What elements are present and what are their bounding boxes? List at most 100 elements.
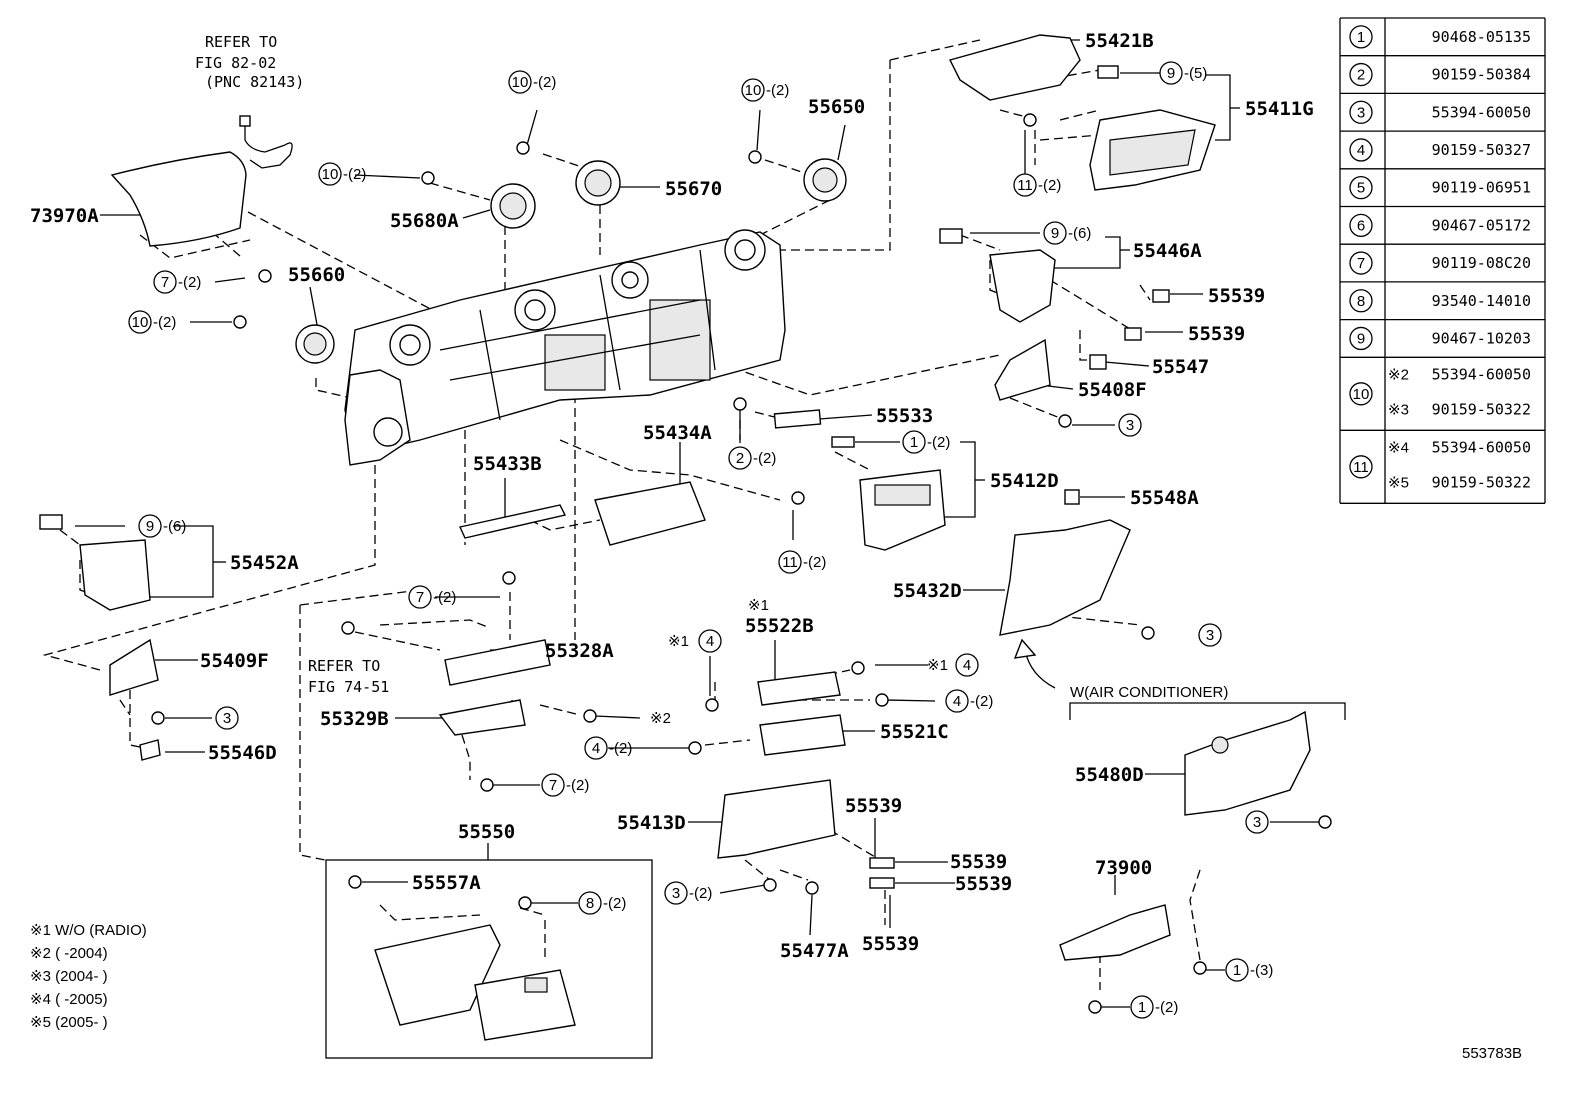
svg-text:-(2): -(2): [343, 166, 366, 183]
parts-table-code: 90159-50384: [1432, 66, 1531, 84]
vent-55680a-shape: [490, 183, 536, 229]
svg-text:3: 3: [672, 885, 680, 902]
label-55550: 55550: [458, 821, 515, 843]
callout-3-d: 3: [1245, 810, 1269, 834]
panel-55434a-shape: [594, 481, 706, 546]
screw-icon: [516, 141, 530, 155]
callout-4-d: 4-(2): [584, 736, 632, 760]
svg-text:※1: ※1: [927, 657, 948, 674]
label-55522b: 55522B: [745, 615, 814, 637]
panel-73970a-shape: [110, 151, 247, 247]
callout-3-e: 3-(2): [664, 881, 712, 905]
panel-55432d-shape: [999, 519, 1131, 636]
pocket-55521c-shape: [759, 714, 846, 756]
fasteners: [151, 113, 1332, 1014]
callout-10-d: 10-(2): [128, 310, 176, 334]
label-55650: 55650: [808, 96, 865, 118]
screw-icon: [421, 171, 435, 185]
screw-icon: [502, 571, 516, 585]
screw-icon: [341, 621, 355, 635]
callout-11-b: 11-(2): [778, 550, 826, 574]
label-55434a: 55434A: [643, 422, 712, 444]
screw-icon: [748, 150, 762, 164]
svg-text:4: 4: [963, 657, 971, 674]
parts-table-circle: [1349, 213, 1373, 238]
svg-text:10: 10: [322, 166, 339, 183]
footnotes: ※1 W/O (RADIO) ※2 ( -2004) ※3 (2004- ) ※…: [30, 922, 147, 1031]
svg-text:3: 3: [223, 710, 231, 727]
bracket-55446a-shape: [989, 249, 1056, 323]
vent-55670-shape: [575, 160, 621, 206]
parts-table-circle: [1349, 100, 1373, 124]
label-w-air-conditioner: W(AIR CONDITIONER): [1070, 684, 1228, 701]
svg-text:1: 1: [1138, 999, 1146, 1016]
label-55452a: 55452A: [230, 552, 299, 574]
parts-table-code: 90119-08C20: [1432, 254, 1531, 272]
label-55421b: 55421B: [1085, 30, 1154, 52]
svg-text:-(2): -(2): [153, 314, 176, 331]
label-73900: 73900: [1095, 857, 1152, 879]
screw-icon: [705, 698, 719, 712]
label-55480d: 55480D: [1075, 764, 1144, 786]
label-55477a: 55477A: [780, 940, 849, 962]
parts-table-prefix: ※2: [1388, 366, 1409, 383]
label-55328a: 55328A: [545, 640, 614, 662]
svg-text:10: 10: [512, 74, 529, 91]
screw-icon: [1088, 1000, 1102, 1014]
label-55670: 55670: [665, 178, 722, 200]
callout-8-a: 8-(2): [578, 891, 626, 915]
label-55412d: 55412D: [990, 470, 1059, 492]
svg-text:4: 4: [706, 633, 714, 650]
svg-text:1: 1: [1233, 962, 1241, 979]
svg-text:-(6): -(6): [163, 518, 186, 535]
label-55432d: 55432D: [893, 580, 962, 602]
label-55408f: 55408F: [1078, 379, 1147, 401]
screw-icon: [733, 397, 747, 411]
screw-icon: [875, 693, 889, 707]
parts-table-prefix: ※5: [1388, 474, 1409, 491]
callout-7-a: 7-(2): [153, 270, 201, 294]
parts-table-prefix: ※3: [1388, 401, 1409, 418]
svg-text:-(2): -(2): [433, 589, 456, 606]
callout-2-a: 2-(2): [728, 446, 776, 470]
svg-text:11: 11: [1017, 177, 1033, 194]
label-55433b: 55433B: [473, 453, 542, 475]
label-55413d: 55413D: [617, 812, 686, 834]
svg-text:9: 9: [1167, 65, 1175, 82]
vent-55650-shape: [803, 158, 847, 202]
solid-leader-lines: [75, 39, 1346, 1008]
screw-icon: [518, 896, 532, 910]
screw-icon: [233, 315, 247, 329]
svg-text:4: 4: [953, 693, 961, 710]
callout-1-b: 1 -(3): [1225, 958, 1273, 982]
svg-text:-(2): -(2): [1038, 177, 1061, 194]
screw-icon: [258, 269, 272, 283]
svg-text:8: 8: [586, 895, 594, 912]
svg-text:-(3): -(3): [1250, 962, 1273, 979]
panel-55480d-shape: [1184, 710, 1311, 816]
screw-icon: [480, 778, 494, 792]
svg-text:10: 10: [132, 314, 149, 331]
parts-table-circle: [1349, 138, 1373, 162]
pocket-55522b-shape: [757, 671, 841, 706]
label-55409f: 55409F: [200, 650, 269, 672]
screw-icon: [1023, 113, 1037, 127]
ref-top-line3: (PNC 82143): [205, 73, 304, 91]
parts-table-code: 90159-50322: [1432, 400, 1531, 418]
plug-55477a-shape: [805, 881, 819, 895]
parts-table-num: 6: [1357, 217, 1365, 234]
parts-table-circle: [1349, 289, 1373, 313]
label-55446a: 55446A: [1133, 240, 1202, 262]
svg-text:-(2): -(2): [753, 450, 776, 467]
svg-text:-(2): -(2): [178, 274, 201, 291]
label-55539-f: 55539: [862, 933, 919, 955]
svg-text:9: 9: [1051, 225, 1059, 242]
screw-icon: [791, 491, 805, 505]
parts-table-num: 8: [1357, 293, 1365, 310]
